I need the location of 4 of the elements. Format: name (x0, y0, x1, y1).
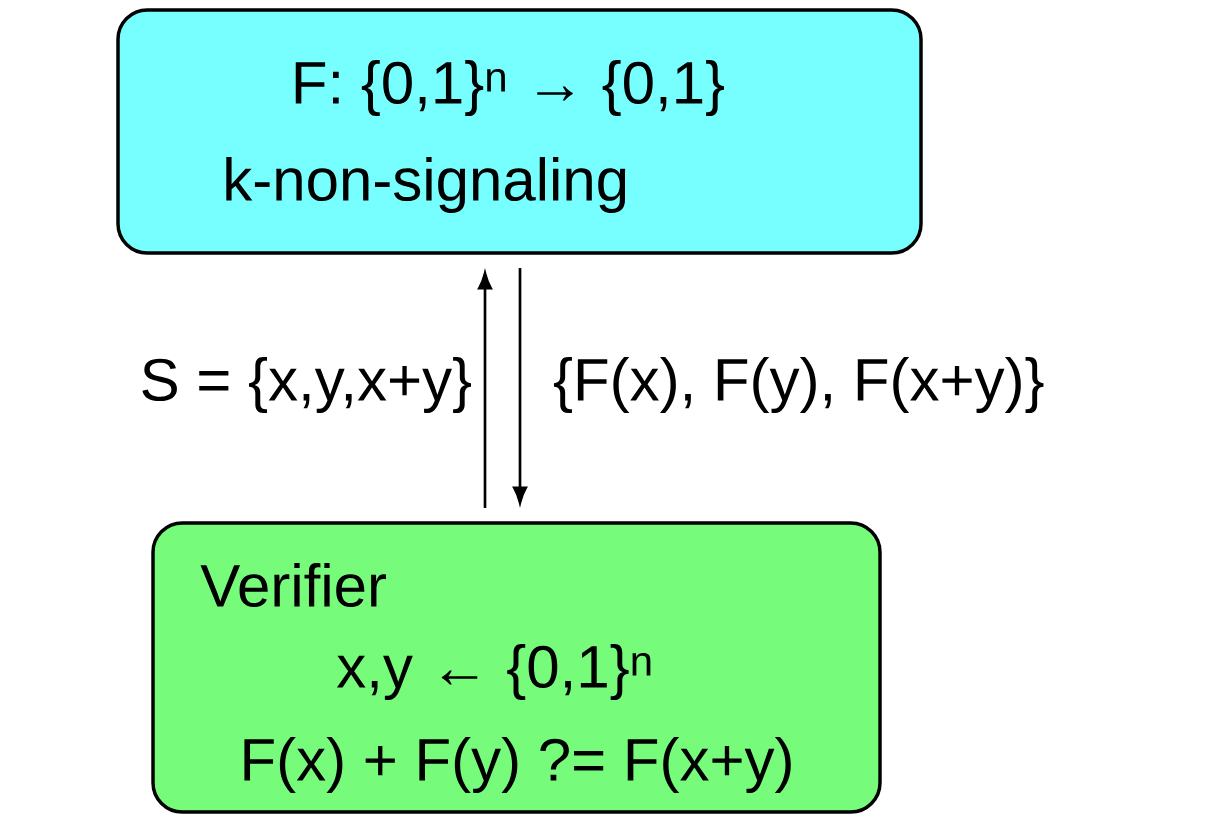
verifier-box: Verifier x,y ← {0,1}$^{n}$ F(x) + F(y) ?= F(x+y) (151, 521, 882, 814)
edge-label: S = {x,y,x+y} (142, 357, 472, 413)
edge-label: {F(x), F(y), F(x+y)} (553, 357, 1044, 413)
function-box: F: {0,1}$^{n}$ → {0,1} k-non-signaling (116, 8, 923, 255)
